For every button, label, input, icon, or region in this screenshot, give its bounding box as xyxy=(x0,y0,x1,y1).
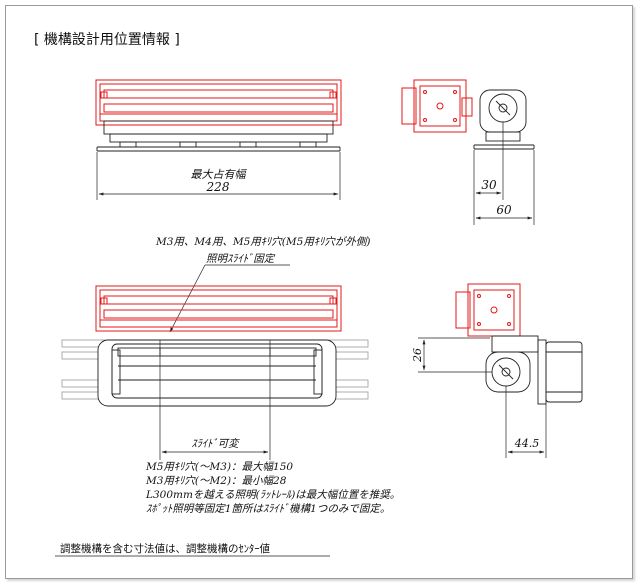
side-dim-30: 30 xyxy=(481,178,497,192)
note-line-3: L300mmを越える照明(ﾗｯﾄﾚｰﾙ)は最大幅位置を推奨。 xyxy=(145,489,400,501)
slide-label: ｽﾗｲﾄﾞ可変 xyxy=(191,438,240,450)
callout-slide-fix: 照明ｽﾗｲﾄﾞ固定 xyxy=(206,253,276,265)
width-dimension: 最大占有幅 228 xyxy=(96,152,341,200)
page-title: [ 機構設計用位置情報 ] xyxy=(34,32,180,48)
callout-hole-spec: M3用、M4用、M5用ｷﾘ穴(M5用ｷﾘ穴が外側) xyxy=(155,236,370,248)
note-line-2: M3用ｷﾘ穴(～M2)：最小幅28 xyxy=(145,475,287,487)
width-label: 最大占有幅 xyxy=(191,168,248,181)
bottom-side-view xyxy=(455,283,583,405)
side-dimensions-top: 30 60 xyxy=(473,122,535,225)
side-dimensions-bottom: 26 44.5 xyxy=(411,337,547,458)
drawing-frame xyxy=(5,5,633,579)
top-front-view xyxy=(95,79,342,152)
width-value: 228 xyxy=(206,180,230,194)
side-dim-44-5: 44.5 xyxy=(514,437,540,450)
spec-notes: M5用ｷﾘ穴(～M3)：最大幅150 M3用ｷﾘ穴(～M2)：最小幅28 L30… xyxy=(145,461,400,515)
note-line-1: M5用ｷﾘ穴(～M3)：最大幅150 xyxy=(145,461,293,473)
footer-note: 調整機構を含む寸法値は、調整機構のｾﾝﾀｰ値 xyxy=(60,542,270,555)
side-dim-60: 60 xyxy=(496,203,512,217)
side-dim-26: 26 xyxy=(411,348,424,363)
note-line-4: ｽﾎﾟｯﾄ照明等固定1箇所はｽﾗｲﾄﾞ機構1つのみで固定。 xyxy=(146,503,390,515)
top-side-view xyxy=(401,79,535,150)
bottom-front-view xyxy=(61,285,369,407)
slide-dimension: ｽﾗｲﾄﾞ可変 xyxy=(159,340,271,460)
